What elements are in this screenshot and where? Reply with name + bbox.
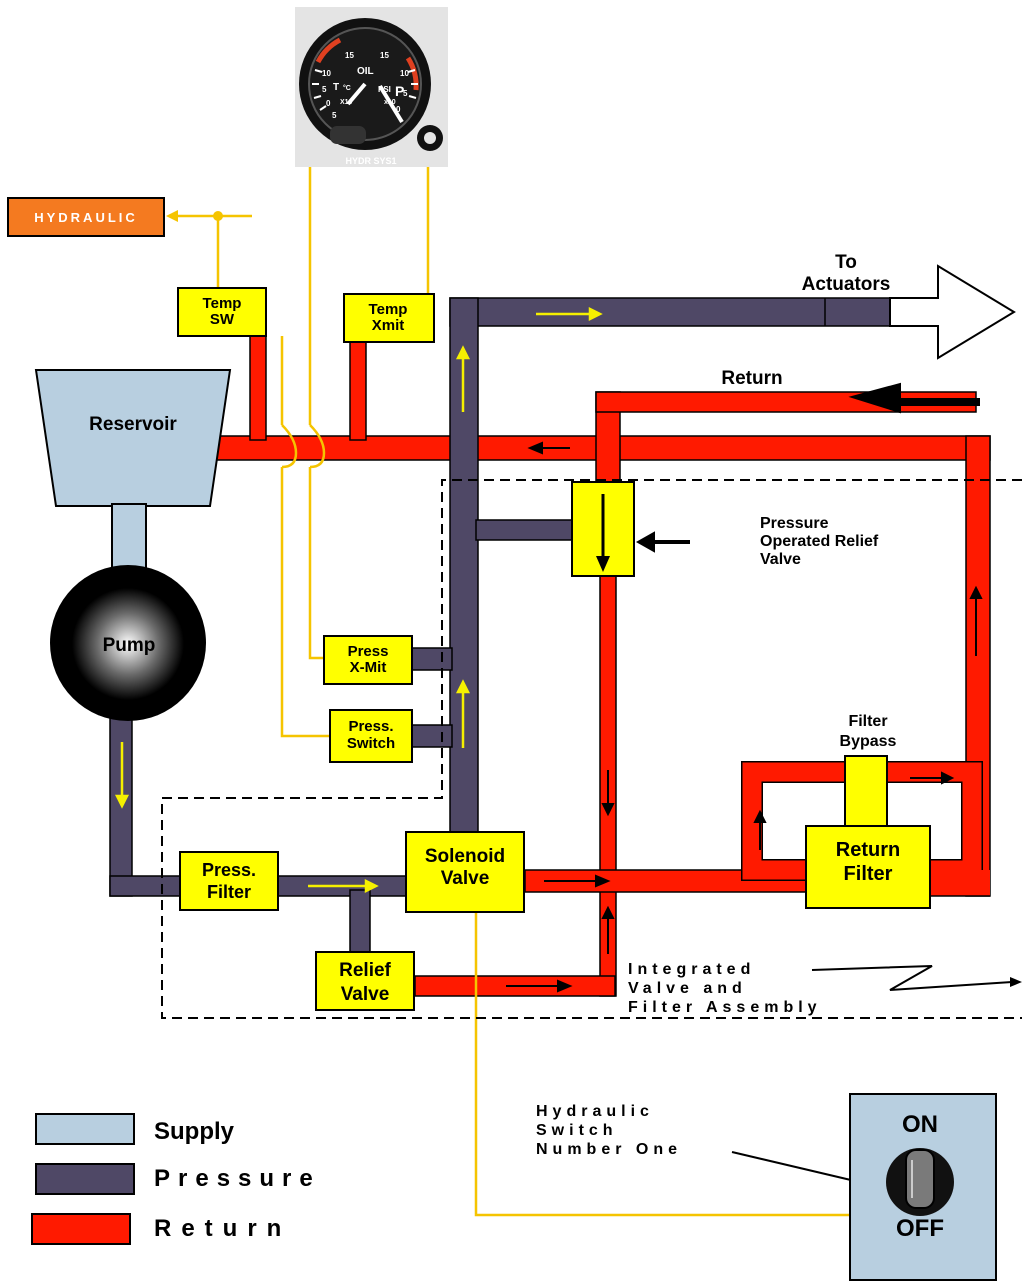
relief-valve-label-1: Relief (339, 960, 391, 981)
return-filter-label-1: Return (836, 839, 900, 861)
to-actuators-arrow (890, 266, 1014, 358)
oil-pressure-gauge: 15 10 5 0 5 15 10 5 0 OIL T °C X10 PSI P… (295, 7, 448, 167)
gauge-press-tick-10: 10 (400, 69, 409, 78)
gauge-left-pad (330, 126, 366, 144)
hydraulic-warning-label: HYDRAULIC (34, 210, 138, 225)
gauge-temp-tick-neg5: 5 (332, 111, 337, 120)
legend-swatch-return (32, 1214, 130, 1244)
gauge-t-label: T (333, 82, 339, 93)
filter-bypass-label-2: Bypass (840, 733, 897, 750)
gauge-temp-tick-15: 15 (345, 51, 354, 60)
legend-swatch-pressure (36, 1164, 134, 1194)
gauge-temp-tick-10: 10 (322, 69, 331, 78)
gauge-oil-label: OIL (357, 66, 374, 77)
hydraulic-switch-toggle[interactable] (906, 1150, 934, 1208)
gauge-p-label: P (395, 83, 404, 99)
por-valve-label-2: Operated Relief (760, 533, 879, 550)
switch-on-label: ON (902, 1111, 938, 1138)
solenoid-valve-label-2: Valve (441, 868, 490, 889)
pressure-switch-label-2: Switch (347, 735, 395, 752)
return-label: Return (721, 368, 782, 389)
por-valve-pointer (638, 533, 654, 551)
to-actuators-label-1: To (835, 252, 857, 273)
gauge-temp-tick-0: 0 (326, 99, 331, 108)
relief-valve-label-2: Valve (341, 984, 390, 1005)
wire-junction (213, 211, 223, 221)
por-valve-label-3: Valve (760, 551, 801, 568)
hydraulic-arrow (166, 210, 178, 222)
pressure-transmitter-label-1: Press (348, 643, 389, 660)
solenoid-valve-label-1: Solenoid (425, 846, 505, 867)
gauge-c-label: °C (343, 84, 351, 92)
filter-bypass-label-1: Filter (848, 713, 887, 730)
switch-label-3: Number One (536, 1141, 682, 1158)
solenoid-switch-wire (476, 910, 852, 1215)
pressure-transmitter-label-2: X-Mit (350, 659, 387, 676)
pressure-to-por-valve (476, 520, 574, 540)
pressure-to-actuators-line (450, 298, 890, 326)
pressure-switch-label-1: Press. (348, 718, 393, 735)
reservoir (36, 370, 230, 506)
integrated-pointer (812, 966, 1012, 990)
to-actuators-label-2: Actuators (802, 274, 891, 295)
integrated-label-2: Valve and (628, 980, 747, 997)
hydraulic-switch-panel: ON OFF (850, 1094, 996, 1280)
legend-swatch-supply (36, 1114, 134, 1144)
pump-label: Pump (103, 635, 156, 656)
gauge-temp-tick-5: 5 (322, 85, 327, 94)
legend: Supply Pressure Return (32, 1114, 321, 1244)
integrated-label-1: Integrated (628, 961, 755, 978)
legend-label-pressure: Pressure (154, 1165, 321, 1192)
por-valve-label-1: Pressure (760, 515, 829, 532)
temp-transmitter-label-1: Temp (369, 301, 408, 318)
switch-label-1: Hydraulic (536, 1103, 654, 1120)
integrated-label-3: Filter Assembly (628, 999, 822, 1016)
legend-label-supply: Supply (154, 1118, 235, 1145)
filter-bypass-valve (845, 756, 887, 826)
gauge-press-tick-15: 15 (380, 51, 389, 60)
gauge-caption: HYDR SYS1 (345, 156, 396, 166)
switch-label-2: Switch (536, 1122, 618, 1139)
legend-label-return: Return (154, 1215, 291, 1242)
pressure-filter-label-2: Filter (207, 882, 251, 902)
supply-line (112, 504, 146, 574)
return-filter-label-2: Filter (844, 863, 893, 885)
temp-switch-label-2: SW (210, 311, 235, 328)
supply-section: Reservoir Pump (36, 370, 230, 721)
reservoir-label: Reservoir (89, 414, 177, 435)
switch-off-label: OFF (896, 1215, 944, 1242)
temp-switch-label-1: Temp (203, 295, 242, 312)
pressure-filter-label-1: Press. (202, 860, 256, 880)
temp-transmitter-label-2: Xmit (372, 317, 405, 334)
